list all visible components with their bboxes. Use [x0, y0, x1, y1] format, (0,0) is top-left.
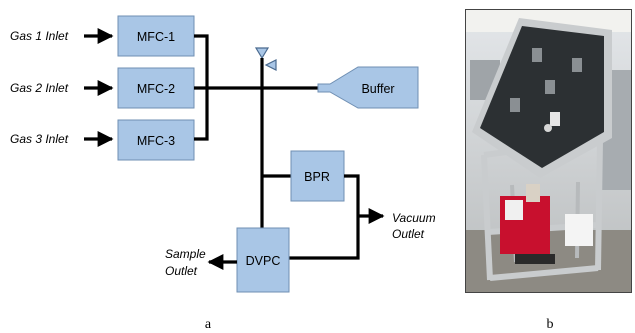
- caption-b: b: [547, 317, 554, 332]
- dvpc-label: DVPC: [246, 254, 281, 268]
- mfc-1-box: [117, 15, 195, 57]
- apparatus-photo: [465, 9, 632, 293]
- mfc-2-label: MFC-2: [137, 82, 175, 96]
- mfc-1-label: MFC-1: [137, 30, 175, 44]
- gas-2-inlet-label: Gas 2 Inlet: [10, 81, 69, 95]
- vacuum-outlet-label-2: Outlet: [392, 227, 425, 241]
- bpr-label: BPR: [304, 170, 330, 184]
- vacuum-outlet-label-1: Vacuum: [392, 211, 436, 225]
- dvpc-box: [236, 227, 290, 293]
- sample-outlet-label-2: Outlet: [165, 264, 198, 278]
- buffer-label: Buffer: [361, 82, 394, 96]
- mfc-3-box: [117, 119, 195, 161]
- sample-outlet-label-1: Sample: [165, 247, 206, 261]
- caption-a: a: [205, 317, 212, 332]
- buffer-vessel: [317, 66, 419, 109]
- valve-side-icon: [264, 59, 277, 71]
- bpr-box: [290, 150, 345, 202]
- gas-3-inlet-label: Gas 3 Inlet: [10, 132, 69, 146]
- mfc-3-label: MFC-3: [137, 134, 175, 148]
- gas-1-inlet-label: Gas 1 Inlet: [10, 29, 69, 43]
- mfc-manifold: [194, 34, 318, 141]
- valve-icon: [254, 47, 270, 60]
- mfc-2-box: [117, 67, 195, 109]
- flow-diagram: Gas 1 Inlet Gas 2 Inlet Gas 3 Inlet MFC-…: [10, 15, 436, 293]
